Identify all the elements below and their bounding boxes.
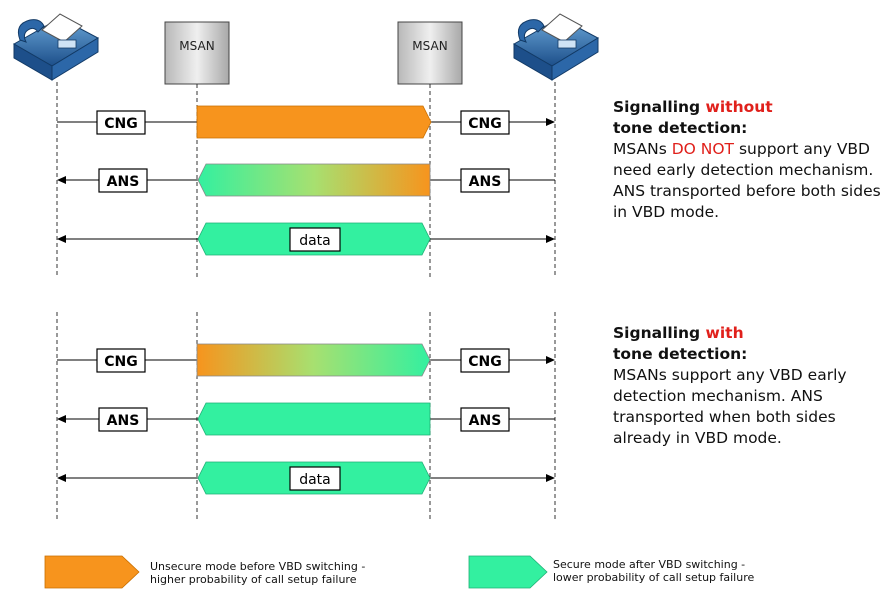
arrowhead-left xyxy=(57,176,66,184)
legend-secure-text: Secure mode after VBD switching - lower … xyxy=(553,558,755,584)
legend-unsecure-text: Unsecure mode before VBD switching - hig… xyxy=(150,560,366,586)
arrowhead-left xyxy=(57,415,66,423)
lifelines xyxy=(56,82,556,522)
arrowhead-left xyxy=(57,235,66,243)
section-without-flows: CNG CNG ANS ANS data xyxy=(57,105,555,256)
ans-right-label-box: ANS xyxy=(460,168,510,193)
ans-left-label: ANS xyxy=(107,174,140,190)
fax-right-icon xyxy=(512,13,600,81)
cng-right-label: CNG xyxy=(468,116,501,132)
cng-right-label-box: CNG xyxy=(460,348,510,373)
cng-left-label-box: CNG xyxy=(96,348,146,373)
arrowhead-right xyxy=(546,235,555,243)
data-label-box: data xyxy=(289,227,341,252)
legend-secure-swatch xyxy=(468,555,548,589)
data-label: data xyxy=(299,472,331,488)
ans-secure-bar xyxy=(197,402,431,436)
ans-left-label-box: ANS xyxy=(98,168,148,193)
data-label: data xyxy=(299,233,331,249)
arrowhead-right xyxy=(546,474,555,482)
ans-right-label: ANS xyxy=(469,413,502,429)
fax-left-icon xyxy=(12,13,100,81)
data-label-box: data xyxy=(289,466,341,491)
arrowhead-right xyxy=(546,118,555,126)
msan-left-node: MSAN xyxy=(164,21,230,85)
msan-right-node: MSAN xyxy=(397,21,463,85)
arrowhead-right xyxy=(546,356,555,364)
cng-left-label: CNG xyxy=(104,354,137,370)
cng-right-label-box: CNG xyxy=(460,110,510,135)
desc-with: MSANs support any VBD early detection me… xyxy=(613,366,847,447)
cng-left-label-box: CNG xyxy=(96,110,146,135)
ans-right-label-box: ANS xyxy=(460,407,510,432)
msan-right-label: MSAN xyxy=(412,39,447,53)
ans-left-label-box: ANS xyxy=(98,407,148,432)
cng-unsecure-bar xyxy=(196,105,432,139)
cng-transition-bar xyxy=(196,343,431,377)
msan-left-label: MSAN xyxy=(179,39,214,53)
section-with-flows: CNG CNG ANS ANS data xyxy=(57,343,555,495)
ans-right-label: ANS xyxy=(469,174,502,190)
cng-right-label: CNG xyxy=(468,354,501,370)
ans-left-label: ANS xyxy=(107,413,140,429)
arrowhead-left xyxy=(57,474,66,482)
cng-left-label: CNG xyxy=(104,116,137,132)
ans-transition-bar xyxy=(197,163,431,197)
desc-without: MSANs DO NOT support any VBD need early … xyxy=(613,140,881,221)
legend-unsecure-swatch xyxy=(44,555,140,589)
